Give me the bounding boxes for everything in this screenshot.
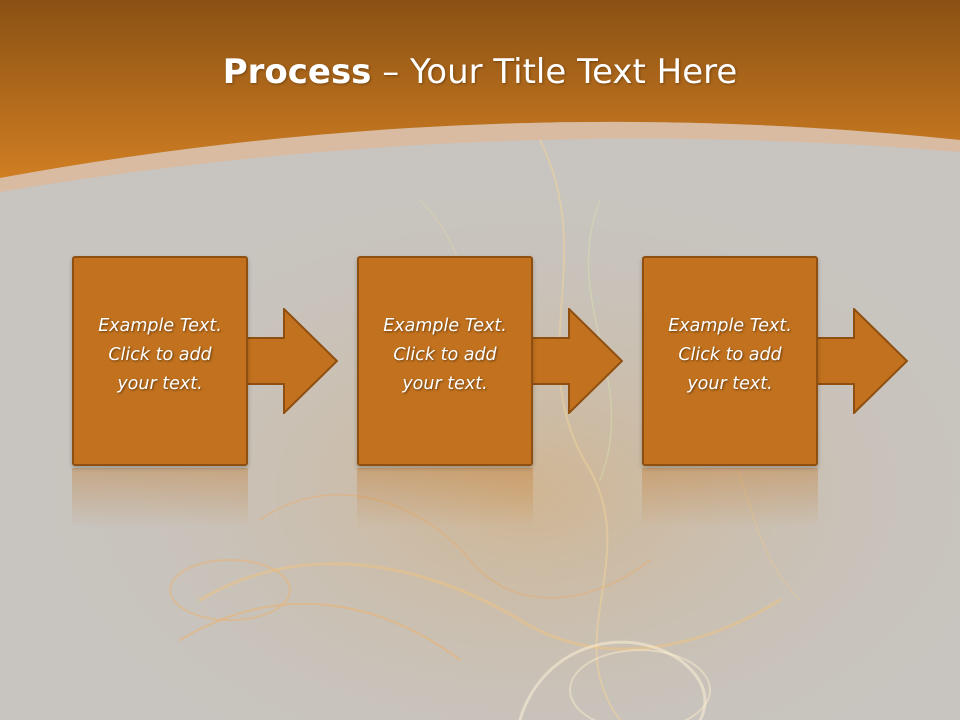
title-bold: Process bbox=[222, 52, 372, 92]
step-text-3[interactable]: Example Text. Click to add your text. bbox=[668, 316, 792, 394]
step-3-arrow bbox=[814, 308, 908, 414]
step-2-reflection bbox=[357, 468, 533, 528]
step-box-3[interactable]: Example Text. Click to add your text. bbox=[642, 256, 818, 466]
step-1-reflection bbox=[72, 468, 248, 528]
step-text-1[interactable]: Example Text. Click to add your text. bbox=[98, 316, 222, 394]
title-rest: – Your Title Text Here bbox=[371, 52, 738, 92]
step-3-reflection bbox=[642, 468, 818, 528]
step-text-2[interactable]: Example Text. Click to add your text. bbox=[383, 316, 507, 394]
step-2-arrow bbox=[529, 308, 623, 414]
step-box-2[interactable]: Example Text. Click to add your text. bbox=[357, 256, 533, 466]
step-box-1[interactable]: Example Text. Click to add your text. bbox=[72, 256, 248, 466]
slide-title[interactable]: Process – Your Title Text Here bbox=[0, 52, 960, 92]
step-1-arrow bbox=[244, 308, 338, 414]
